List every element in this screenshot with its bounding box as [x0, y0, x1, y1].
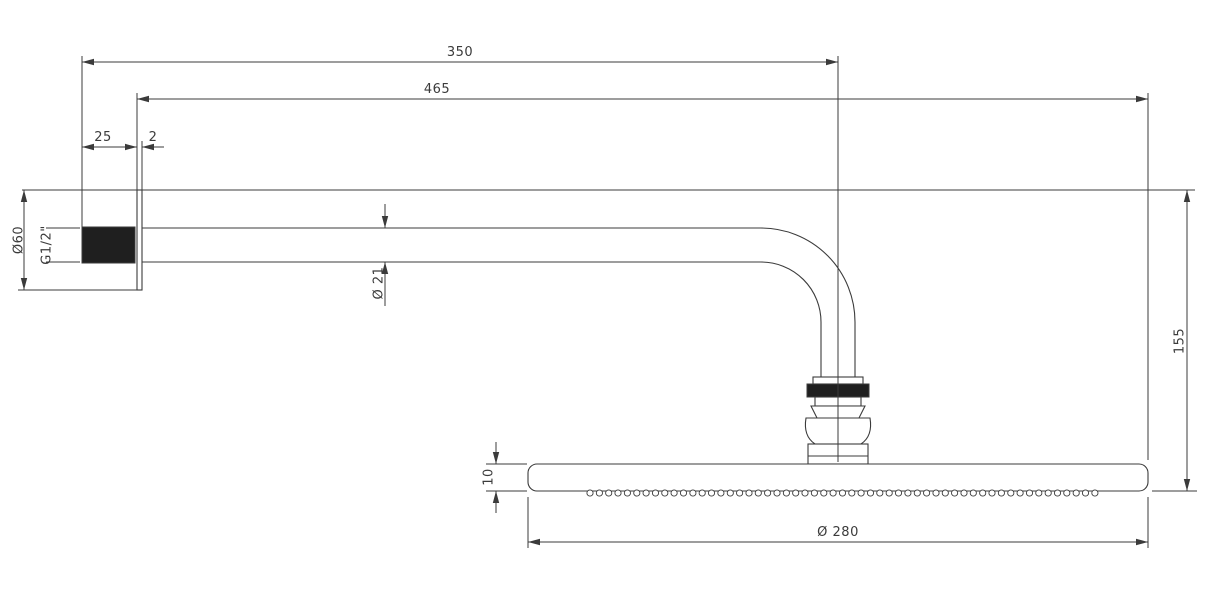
nozzle [876, 489, 884, 497]
dimension-drop-height: 155 [1152, 190, 1197, 492]
dim-phi60-label: Ø60 [12, 226, 27, 254]
nozzle [782, 489, 790, 497]
nozzle [726, 489, 734, 497]
nozzle [829, 489, 837, 497]
nozzle [773, 489, 781, 497]
nozzle [614, 489, 622, 497]
nozzle [857, 489, 865, 497]
nozzle [969, 489, 977, 497]
nozzle [997, 489, 1005, 497]
nozzle [838, 489, 847, 497]
nozzle [1035, 489, 1043, 497]
threaded-nipple [81, 226, 136, 264]
dim-phi21-label: Ø 21 [372, 267, 387, 300]
nozzle [679, 489, 688, 497]
dim-10-label: 10 [482, 468, 497, 486]
dimension-head-diameter: Ø 280 [527, 497, 1149, 548]
nozzle [913, 489, 921, 497]
nozzle [623, 489, 631, 497]
nozzle-array [586, 489, 1099, 497]
nozzle [698, 489, 706, 497]
shower-arm-assembly [81, 189, 1149, 497]
dimension-plate-thickness: 2 [141, 130, 164, 190]
nozzle [605, 489, 613, 497]
nozzle [792, 489, 800, 497]
dim-2-label: 2 [149, 130, 158, 145]
nozzle [960, 489, 968, 497]
nozzle [707, 489, 716, 497]
nozzle [689, 489, 697, 497]
thread-size-label: G1/2" [40, 225, 55, 264]
nozzle [736, 489, 744, 497]
thread-size-callout: G1/2" [40, 225, 80, 265]
dimension-head-thickness: 10 [482, 442, 527, 513]
nozzle [941, 489, 949, 497]
nozzle [988, 489, 996, 497]
nozzle [1016, 489, 1024, 497]
nozzle [1007, 489, 1015, 497]
nozzle [661, 489, 669, 497]
dimension-thread-length: 25 [82, 130, 137, 151]
nozzle [820, 489, 828, 497]
wall-flange-plate [136, 189, 143, 291]
dim-25-label: 25 [94, 130, 112, 145]
nozzle [923, 489, 931, 497]
dimension-arm-diameter: Ø 21 [372, 204, 389, 306]
nozzle [670, 489, 678, 497]
nozzle [595, 489, 603, 497]
nozzle [951, 489, 959, 497]
nozzle [1053, 489, 1062, 497]
dim-155-label: 155 [1173, 328, 1188, 354]
dim-465-label: 465 [424, 82, 450, 97]
nozzle [745, 489, 753, 497]
dimension-flange-diameter: Ø60 [12, 190, 140, 291]
nozzle [1063, 489, 1071, 497]
nozzle [717, 489, 725, 497]
nozzle [801, 489, 809, 497]
nozzle [894, 489, 903, 497]
nozzle [1044, 489, 1052, 497]
nozzle [1072, 489, 1080, 497]
nozzle [642, 489, 650, 497]
nozzle [651, 489, 660, 497]
dim-phi280-label: Ø 280 [817, 525, 859, 540]
nozzle [1091, 489, 1099, 497]
nozzle [764, 489, 772, 497]
dim-350-label: 350 [447, 45, 473, 60]
shower-head-disc [527, 463, 1149, 492]
nozzle [904, 489, 912, 497]
arm-tube-inner [142, 261, 822, 377]
nozzle [810, 489, 818, 497]
nozzle [979, 489, 987, 497]
nozzle [1025, 489, 1034, 497]
nozzle [885, 489, 893, 497]
nozzle [586, 489, 594, 497]
nozzle [866, 489, 875, 497]
nozzle [633, 489, 641, 497]
nozzle [754, 489, 762, 497]
nozzle [932, 489, 940, 497]
dimension-overall-length: 465 [136, 82, 1149, 460]
dimension-arm-length: 350 [81, 45, 839, 462]
nozzle [1081, 489, 1090, 497]
nozzle [848, 489, 856, 497]
